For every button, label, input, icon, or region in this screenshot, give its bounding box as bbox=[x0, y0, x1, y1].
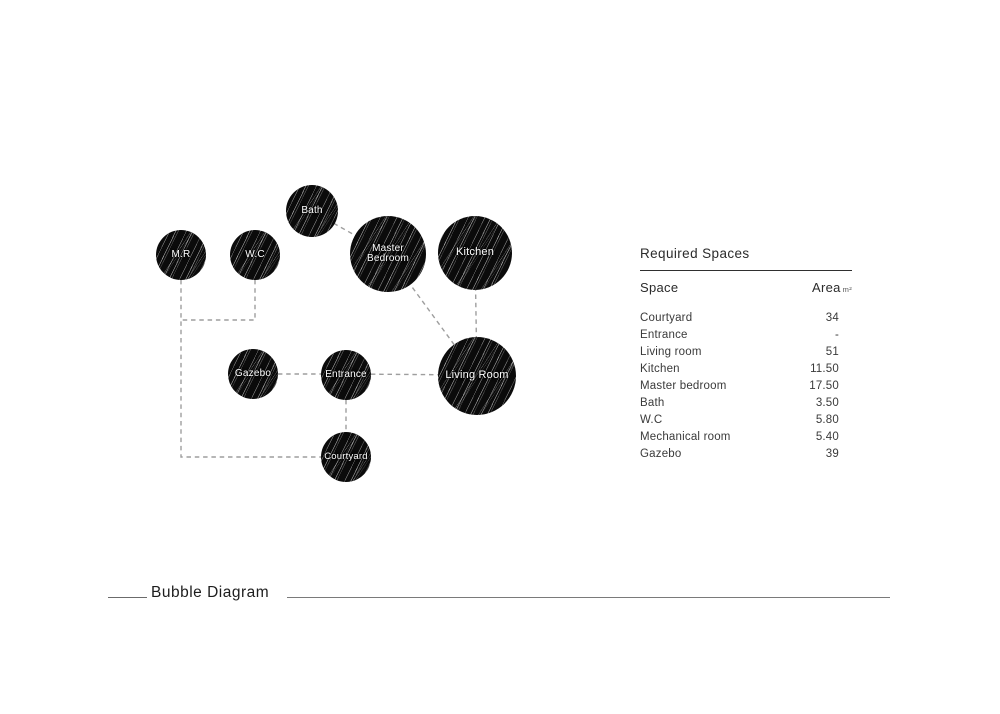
bubble-entrance: Entrance bbox=[321, 350, 371, 400]
bubble-bath: Bath bbox=[286, 185, 338, 237]
bubble-gazebo: Gazebo bbox=[228, 349, 278, 399]
table-row: Master bedroom 17.50 bbox=[640, 378, 852, 395]
cell-area: 34 bbox=[825, 312, 839, 324]
cell-area: 51 bbox=[825, 346, 839, 358]
cell-space: Living room bbox=[640, 346, 702, 358]
bubble-label: Kitchen bbox=[455, 246, 495, 259]
bubble-label: Entrance bbox=[325, 368, 367, 380]
bubble-label: M.R bbox=[171, 248, 191, 260]
cell-area: 17.50 bbox=[809, 380, 839, 392]
table-row: Mechanical room 5.40 bbox=[640, 429, 852, 446]
cell-space: Entrance bbox=[640, 329, 688, 341]
bubble-courtyard: Courtyard bbox=[321, 432, 371, 482]
cell-space: Mechanical room bbox=[640, 431, 731, 443]
bubble-living-room: Living Room bbox=[438, 337, 516, 415]
cell-area: 11.50 bbox=[810, 363, 839, 375]
cell-area: 5.40 bbox=[815, 431, 839, 443]
bubble-label: Courtyard bbox=[324, 451, 368, 463]
cell-area: 39 bbox=[825, 448, 839, 460]
bubble-label: Bath bbox=[301, 204, 323, 216]
table-row: Gazebo 39 bbox=[640, 446, 852, 463]
cell-space: Kitchen bbox=[640, 363, 680, 375]
column-header-space: Space bbox=[640, 280, 679, 295]
cell-space: W.C bbox=[640, 414, 663, 426]
cell-space: Gazebo bbox=[640, 448, 682, 460]
bubble-mechanical-room: M.R bbox=[156, 230, 206, 280]
bubble-label: Gazebo bbox=[234, 367, 272, 379]
bubble-label: Master Bedroom bbox=[367, 242, 409, 264]
cell-space: Courtyard bbox=[640, 312, 693, 324]
cell-space: Master bedroom bbox=[640, 380, 727, 392]
page-title: Bubble Diagram bbox=[151, 584, 270, 601]
table-row: Kitchen 11.50 bbox=[640, 361, 852, 378]
table-row: Bath 3.50 bbox=[640, 395, 852, 412]
bubble-label: W.C bbox=[245, 248, 265, 260]
cell-space: Bath bbox=[640, 397, 665, 409]
bubble-wc: W.C bbox=[230, 230, 280, 280]
cell-area: - bbox=[834, 329, 839, 341]
table-row: Entrance - bbox=[640, 327, 852, 344]
cell-area: 5.80 bbox=[815, 414, 839, 426]
cell-area: 3.50 bbox=[815, 397, 839, 409]
area-unit-label: m² bbox=[842, 285, 852, 294]
table-row: W.C 5.80 bbox=[640, 412, 852, 429]
bubble-master-bedroom: Master Bedroom bbox=[350, 216, 426, 292]
bubble-label: Living Room bbox=[445, 369, 509, 382]
table-divider bbox=[640, 270, 852, 271]
table-row: Living room 51 bbox=[640, 344, 852, 361]
bubble-kitchen: Kitchen bbox=[438, 216, 512, 290]
table-title: Required Spaces bbox=[640, 246, 750, 261]
footer-line-left bbox=[108, 597, 147, 599]
footer-line-right bbox=[287, 597, 890, 599]
table-row: Courtyard 34 bbox=[640, 310, 852, 327]
